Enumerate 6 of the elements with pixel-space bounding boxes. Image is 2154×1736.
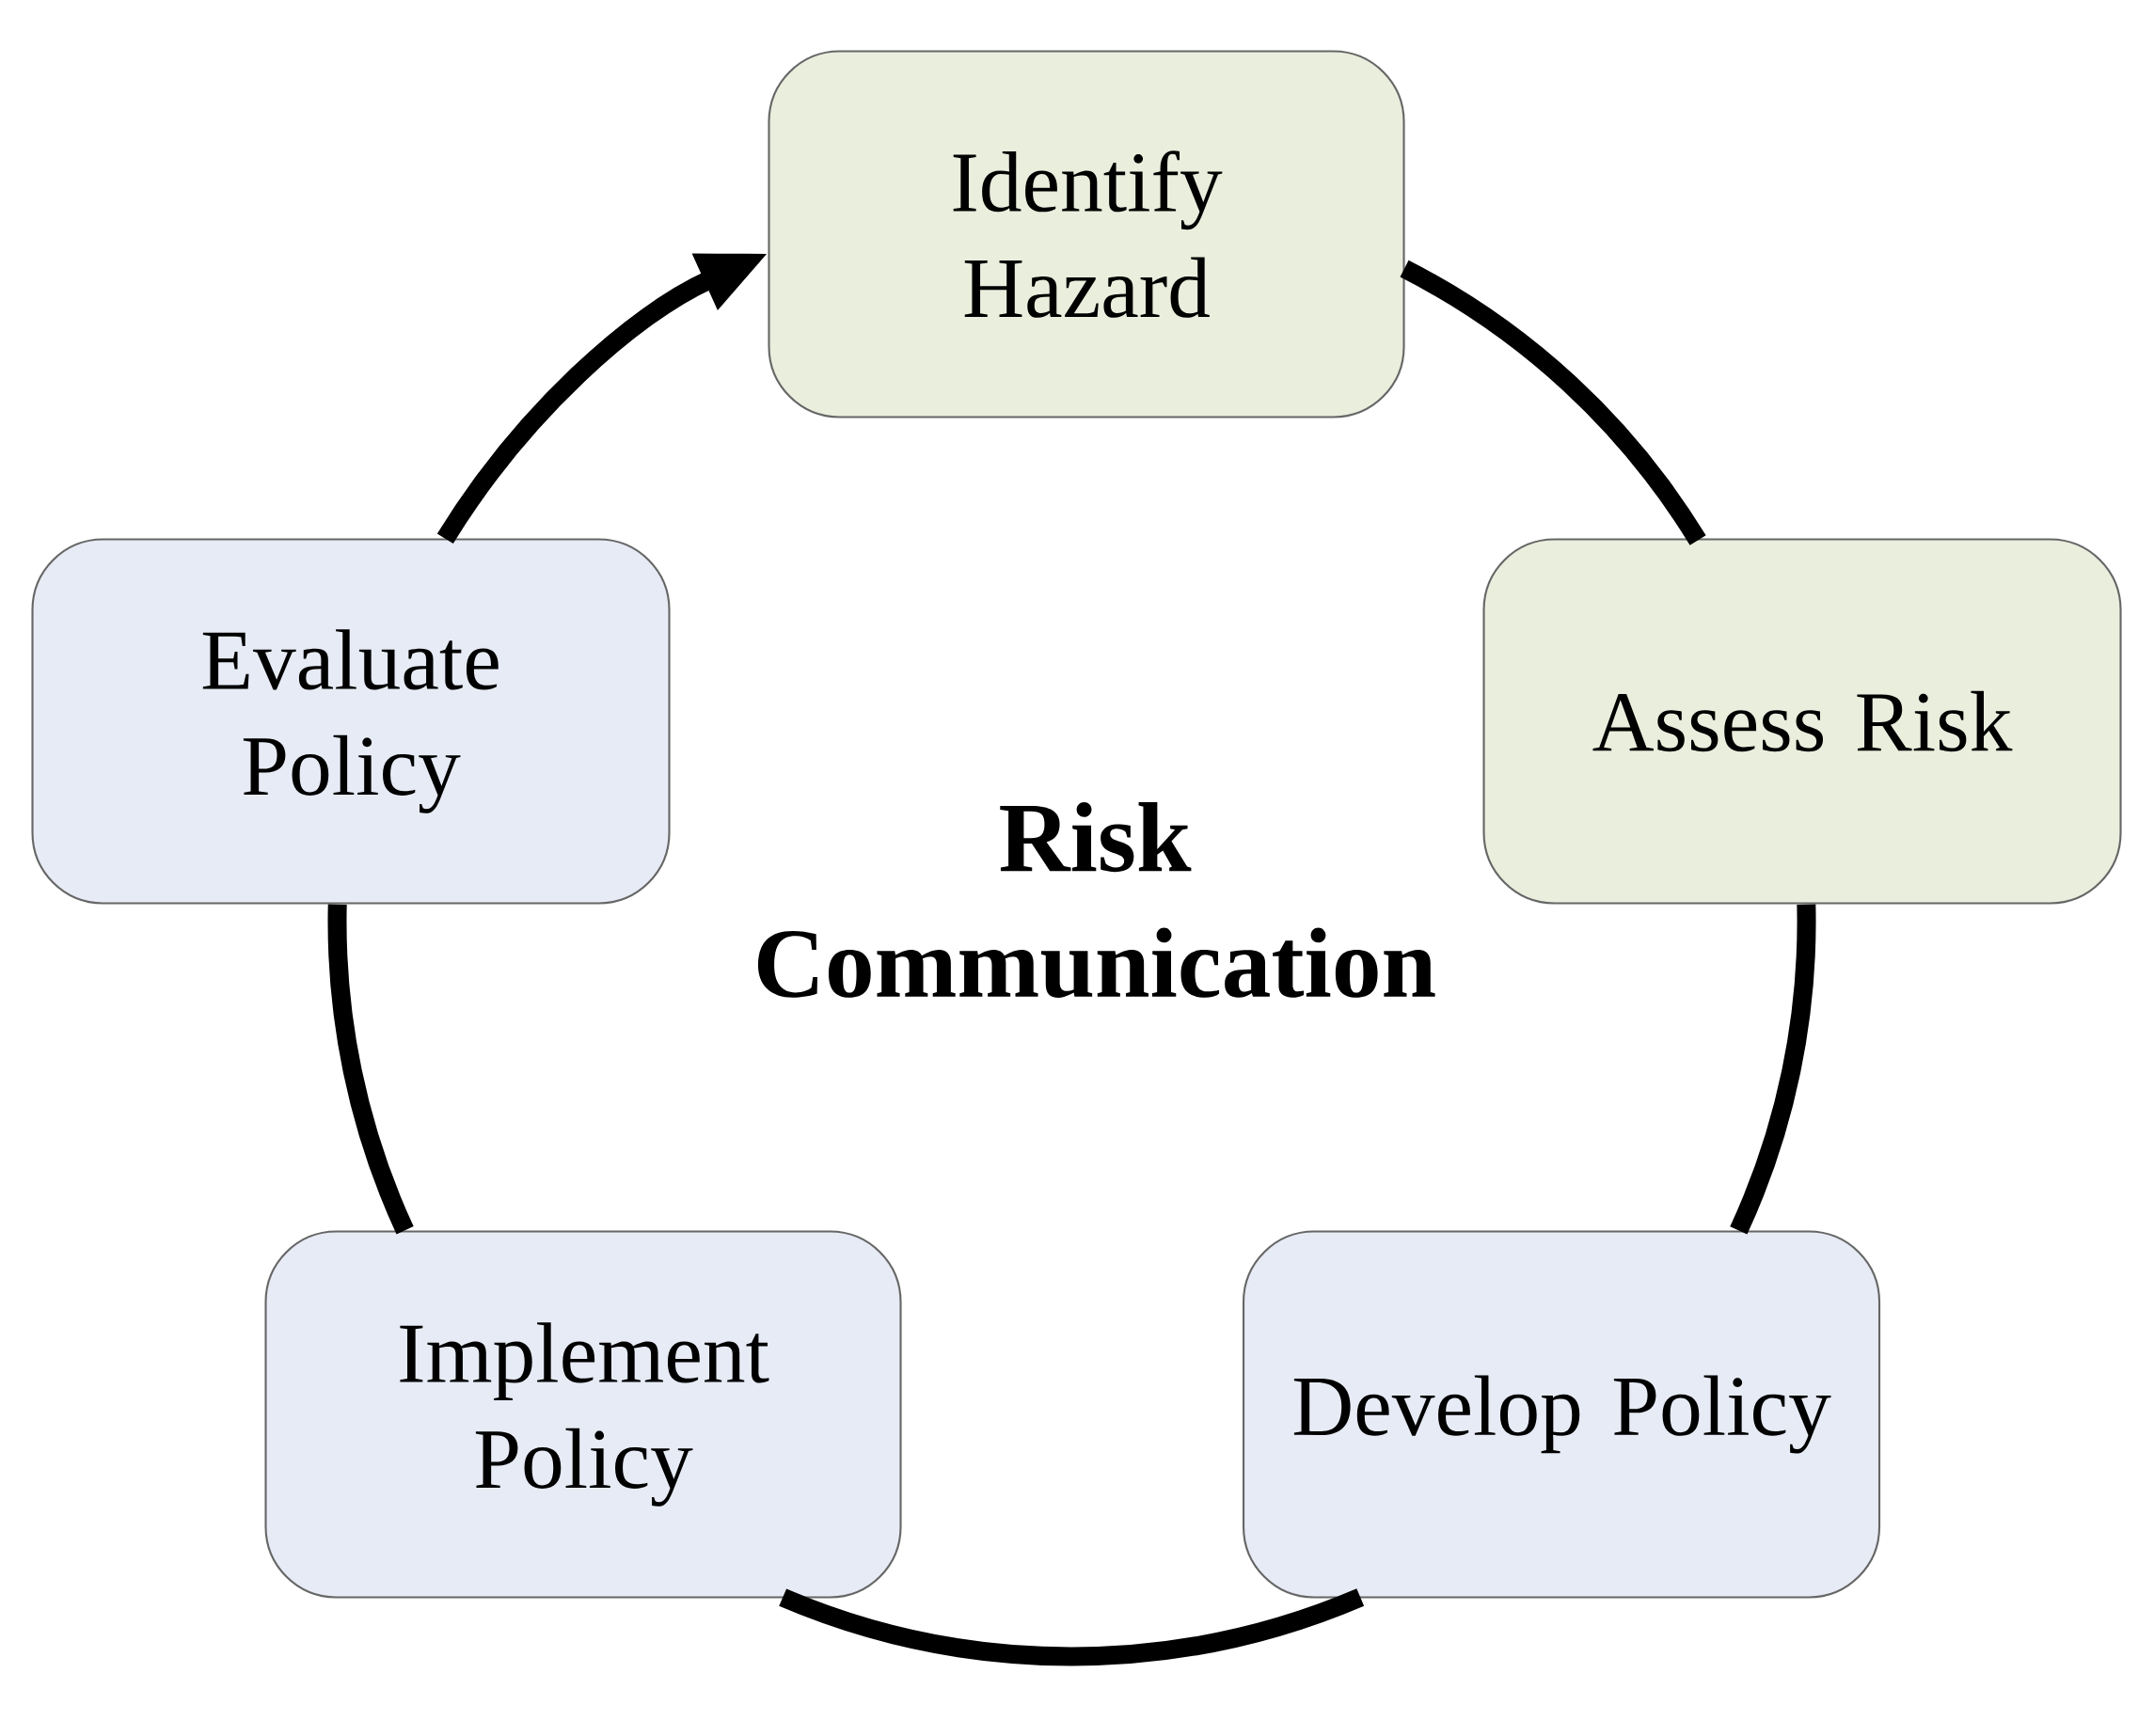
process-box: Identify Hazard [768,50,1405,418]
process-box: Evaluate Policy [31,538,671,905]
center-title: Risk Communication [757,802,1435,998]
process-box: Assess Risk [1482,538,2122,905]
process-box: Develop Policy [1242,1230,1881,1599]
process-box: Implement Policy [264,1230,902,1599]
